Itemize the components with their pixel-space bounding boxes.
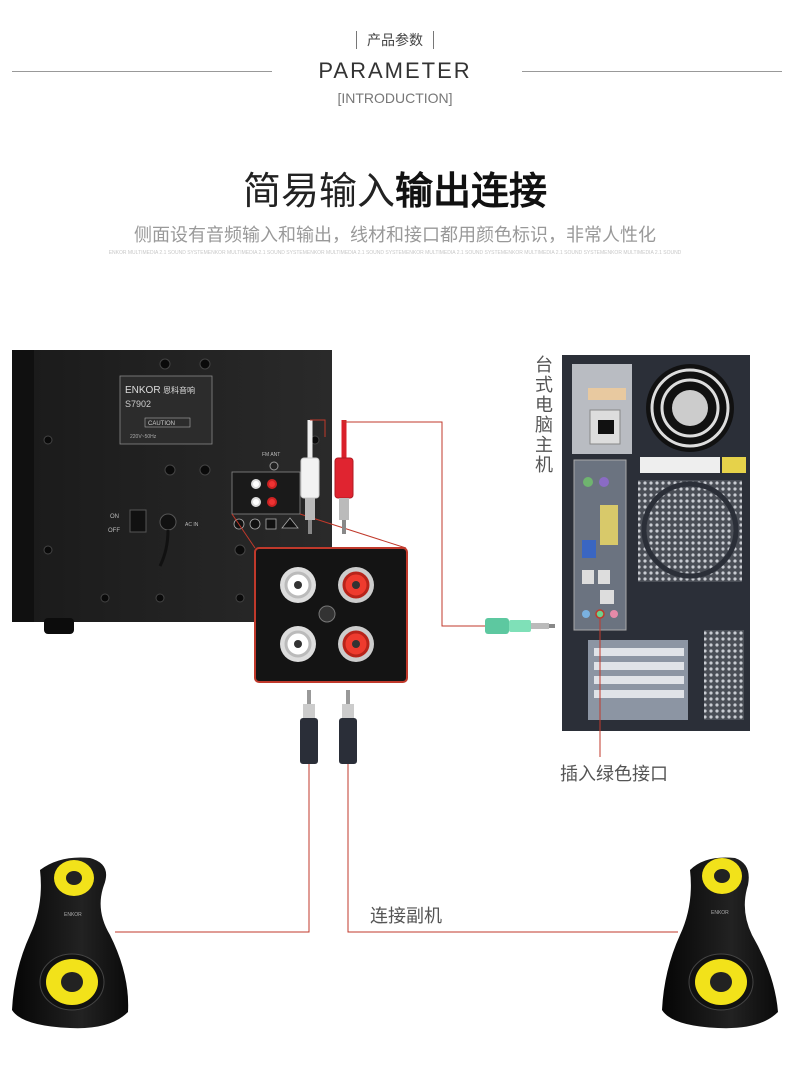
desktop-pc-tower <box>562 355 750 757</box>
left-speaker-brand: ENKOR <box>64 912 82 918</box>
rca-output-plugs <box>115 690 678 933</box>
psu-fan <box>646 364 734 452</box>
ac-inlet <box>159 513 177 531</box>
introduction-heading: [INTRODUCTION] <box>337 90 453 106</box>
subwoofer-brand: ENKOR <box>125 385 161 396</box>
parameter-heading: PARAMETER <box>318 58 472 83</box>
pc-vertical-label: 台式电脑主机 <box>535 355 553 476</box>
small-title-text: 产品参数 <box>367 33 423 49</box>
rca-jack-red-top <box>338 567 374 603</box>
pc-hint-label: 插入绿色接口 <box>560 764 668 785</box>
header-left-line <box>12 71 272 72</box>
right-satellite-speaker: ENKOR <box>662 857 778 1029</box>
subwoofer-brand-cn: 恩科音响 <box>163 385 195 395</box>
green-line-out-port <box>595 609 605 619</box>
cable-to-left-speaker <box>115 764 310 933</box>
title-bold: 输出连接 <box>395 169 548 213</box>
section-small-title: 产品参数 <box>0 30 790 50</box>
title-plain: 简易输入 <box>242 169 395 213</box>
rca-jack-red-bottom <box>338 626 374 662</box>
jack-panel <box>231 471 301 515</box>
spec-text: 220V~50Hz <box>130 434 157 440</box>
on-label: ON <box>110 514 119 520</box>
subwoofer-model: S7902 <box>125 399 151 409</box>
cable-to-right-speaker <box>347 764 678 933</box>
rca-jack-white-top <box>280 567 316 603</box>
satellite-label: 连接副机 <box>370 906 442 927</box>
page-title: 简易输入输出连接 <box>0 160 790 215</box>
divider <box>356 31 357 49</box>
rca-zoom-inset <box>231 513 408 683</box>
ac-in-label: AC IN <box>185 522 199 528</box>
page-subtitle: 侧面设有音频输入和输出，线材和接口都用颜色标识，非常人性化 <box>134 225 656 246</box>
watermark-text: ENKOR MULTIMEDIA 2.1 SOUND SYSTEMENKOR M… <box>108 250 682 256</box>
cable-to-pc <box>343 420 487 627</box>
subwoofer-back-panel: ENKOR 恩科音响 S7902 CAUTION 220V~50Hz ON OF… <box>12 350 332 634</box>
caution-text: CAUTION <box>148 421 175 427</box>
power-switch <box>129 509 147 533</box>
header-right-line <box>522 71 782 72</box>
left-satellite-speaker: ENKOR <box>12 857 129 1029</box>
rca-jack-white-bottom <box>280 626 316 662</box>
rca-input-plugs <box>300 419 487 627</box>
divider <box>433 31 434 49</box>
green-audio-plug <box>485 618 555 634</box>
off-label: OFF <box>108 528 120 534</box>
fm-label: FM ANT <box>262 452 280 458</box>
spec-label <box>119 375 213 445</box>
case-fan-mesh <box>638 480 742 582</box>
right-speaker-brand: ENKOR <box>711 910 729 916</box>
